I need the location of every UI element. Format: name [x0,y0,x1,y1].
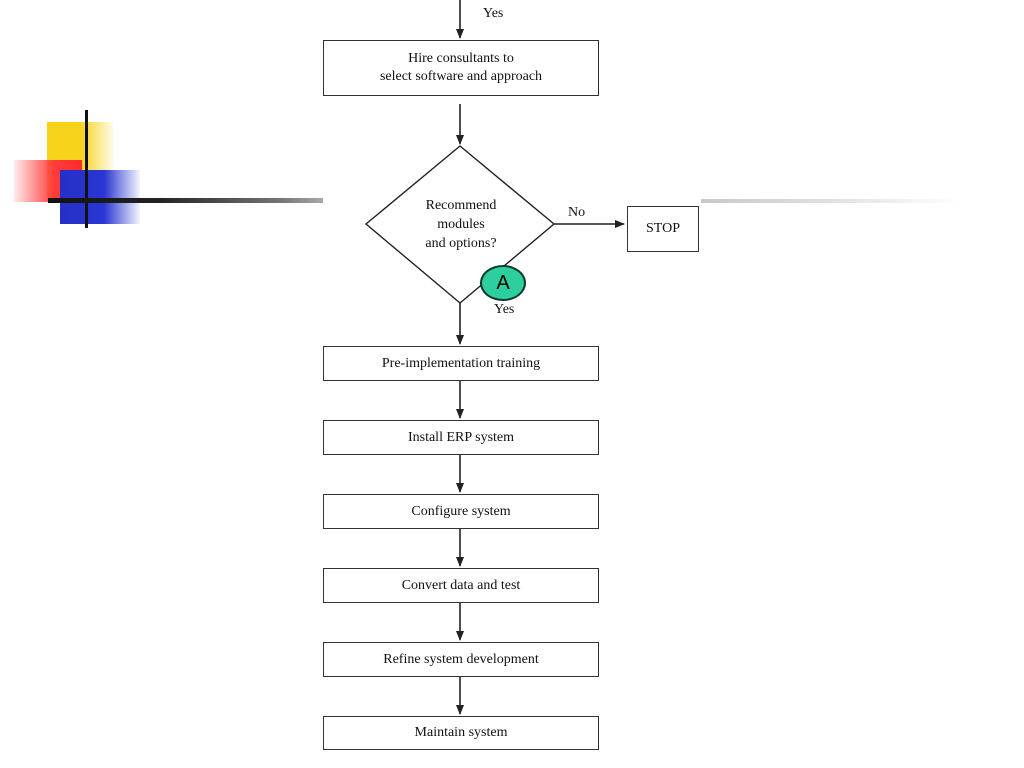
decorative-horizontal-rule-faded [700,199,960,203]
decision-diamond [364,145,556,304]
decision-line-3: and options? [425,236,497,251]
decorative-blue-square [60,170,140,224]
yes-label: Yes [494,302,515,317]
hire-consultants-line-2: select software and approach [379,69,543,84]
stop-box: STOP [627,206,699,252]
step-pre-implementation-training: Pre-implementation training [323,346,599,381]
step-maintain-system: Maintain system [323,716,599,750]
step-refine-system-development: Refine system development [323,642,599,677]
decorative-horizontal-rule [48,198,324,203]
hire-consultants-box: Hire consultants to select software and … [323,40,599,96]
step-install-erp-system: Install ERP system [323,420,599,455]
hire-consultants-line-1: Hire consultants to [408,51,514,66]
decision-line-2: modules [437,217,485,232]
decision-text: Recommend modules and options? [392,196,530,253]
top-yes-label: Yes [483,6,504,21]
no-label: No [568,205,586,220]
decision-line-1: Recommend [425,198,497,213]
step-configure-system: Configure system [323,494,599,529]
step-convert-data-and-test: Convert data and test [323,568,599,603]
annotation-marker-a: A [480,265,526,301]
decorative-vertical-line [85,110,88,228]
